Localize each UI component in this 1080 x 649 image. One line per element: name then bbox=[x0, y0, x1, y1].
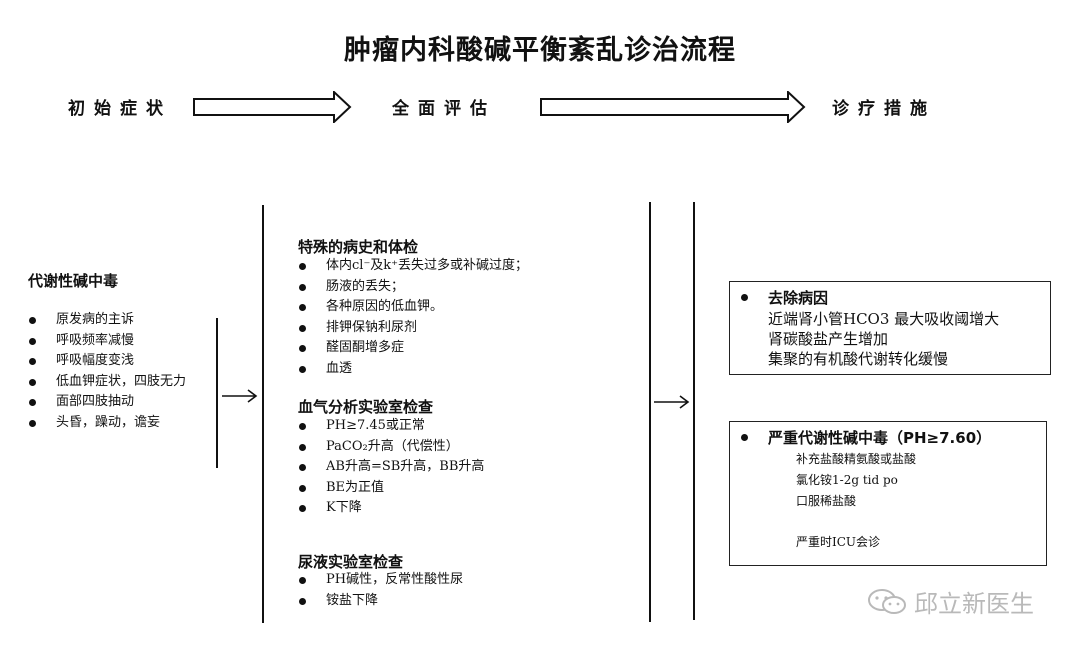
list-item: 醛固酮增多症 bbox=[298, 338, 528, 359]
list-item: 血透 bbox=[298, 359, 528, 380]
severe-alkalosis-title: 严重代谢性碱中毒（PH≥7.60） bbox=[768, 429, 992, 447]
list-item: 铵盐下降 bbox=[298, 591, 463, 612]
severe-alkalosis-line: 严重时ICU会诊 bbox=[796, 535, 881, 549]
severe-alkalosis-line: 补充盐酸精氨酸或盐酸 bbox=[796, 452, 917, 466]
list-item: 呼吸频率减慢 bbox=[28, 331, 186, 352]
blood-gas-title: 血气分析实验室检查 bbox=[298, 398, 434, 416]
watermark: 邱立新医生 bbox=[866, 584, 1034, 619]
stage-arrow-2 bbox=[540, 91, 806, 123]
arrow-to-assessment bbox=[222, 389, 258, 403]
list-item: BE为正值 bbox=[298, 478, 484, 499]
treatment-left-border bbox=[693, 202, 695, 620]
remove-cause-line: 近端肾小管HCO3 最大吸收阈增大 bbox=[768, 310, 1000, 328]
assessment-right-border bbox=[649, 202, 651, 622]
list-item: PH≥7.45或正常 bbox=[298, 416, 484, 437]
urine-list: PH碱性，反常性酸性尿 铵盐下降 bbox=[298, 570, 463, 611]
severe-alkalosis-line: 口服稀盐酸 bbox=[796, 494, 857, 508]
severe-alkalosis-box: 严重代谢性碱中毒（PH≥7.60） 补充盐酸精氨酸或盐酸 氯化铵1-2g tid… bbox=[729, 421, 1047, 566]
history-title: 特殊的病史和体检 bbox=[298, 238, 419, 256]
stage-full-assessment: 全面评估 bbox=[392, 99, 496, 119]
blood-gas-list: PH≥7.45或正常 PaCO₂升高（代偿性） AB升高=SB升高，BB升高 B… bbox=[298, 416, 484, 519]
assessment-left-border bbox=[262, 205, 264, 623]
remove-cause-title: 去除病因 bbox=[768, 289, 829, 307]
stage-treatment-measures: 诊疗措施 bbox=[832, 99, 936, 119]
list-item: 头昏，躁动，谵妄 bbox=[28, 413, 186, 434]
stage-arrow-1 bbox=[193, 91, 352, 123]
remove-cause-box: 去除病因 近端肾小管HCO3 最大吸收阈增大 肾碳酸盐产生增加 集聚的有机酸代谢… bbox=[729, 281, 1051, 375]
symptoms-bracket-line bbox=[216, 318, 218, 468]
list-item: 原发病的主诉 bbox=[28, 310, 186, 331]
list-item: 面部四肢抽动 bbox=[28, 392, 186, 413]
arrow-to-treatment bbox=[654, 395, 690, 409]
remove-cause-line: 肾碳酸盐产生增加 bbox=[768, 330, 889, 348]
list-item: 排钾保钠利尿剂 bbox=[298, 318, 528, 339]
history-list: 体内cl⁻及k⁺丢失过多或补碱过度； 肠液的丢失； 各种原因的低血钾。 排钾保钠… bbox=[298, 256, 528, 380]
watermark-text: 邱立新医生 bbox=[914, 590, 1034, 618]
list-item: 低血钾症状，四肢无力 bbox=[28, 372, 186, 393]
bullet-icon bbox=[741, 434, 748, 441]
list-item: PH碱性，反常性酸性尿 bbox=[298, 570, 463, 591]
list-item: 呼吸幅度变浅 bbox=[28, 351, 186, 372]
stage-initial-symptoms: 初始症状 bbox=[68, 99, 172, 119]
list-item: 各种原因的低血钾。 bbox=[298, 297, 528, 318]
page-title: 肿瘤内科酸碱平衡紊乱诊治流程 bbox=[344, 35, 736, 66]
severe-alkalosis-line: 氯化铵1-2g tid po bbox=[796, 473, 898, 487]
list-item: 肠液的丢失； bbox=[298, 277, 528, 298]
list-item: 体内cl⁻及k⁺丢失过多或补碱过度； bbox=[298, 256, 528, 277]
list-item: PaCO₂升高（代偿性） bbox=[298, 437, 484, 458]
symptoms-title: 代谢性碱中毒 bbox=[28, 272, 119, 290]
wechat-icon bbox=[868, 588, 906, 614]
symptoms-list: 原发病的主诉 呼吸频率减慢 呼吸幅度变浅 低血钾症状，四肢无力 面部四肢抽动 头… bbox=[28, 310, 186, 434]
bullet-icon bbox=[741, 294, 748, 301]
list-item: K下降 bbox=[298, 498, 484, 519]
list-item: AB升高=SB升高，BB升高 bbox=[298, 457, 484, 478]
urine-title: 尿液实验室检查 bbox=[298, 553, 404, 571]
remove-cause-line: 集聚的有机酸代谢转化缓慢 bbox=[768, 350, 949, 368]
